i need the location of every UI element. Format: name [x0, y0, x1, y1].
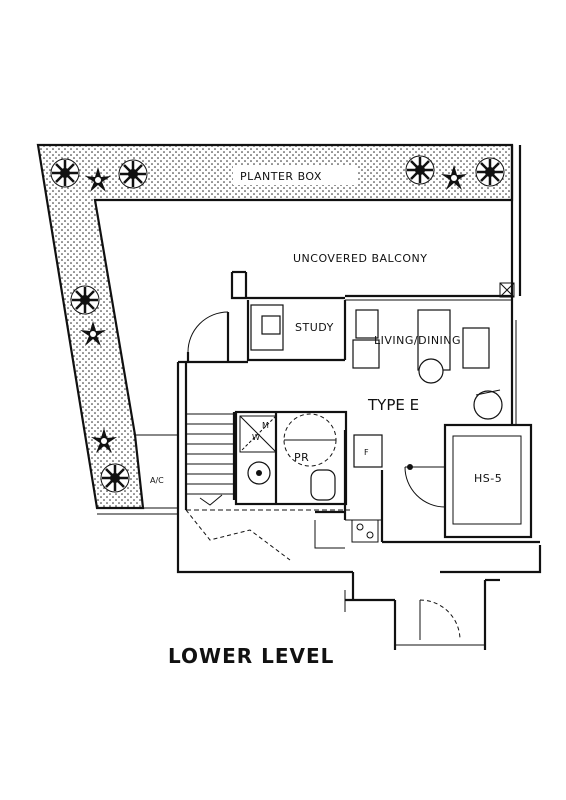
kitchen: F: [314, 430, 384, 549]
microwave-label: M: [262, 421, 269, 430]
staircase: [185, 412, 350, 561]
unit-type-label: TYPE E: [367, 396, 419, 414]
living-dining-label: LIVING/DINING: [374, 334, 461, 347]
plan-title: LOWER LEVEL: [168, 644, 334, 668]
study-room: STUDY: [246, 300, 347, 362]
interior-walls: [176, 360, 542, 650]
planter-box-label: PLANTER BOX: [240, 170, 322, 183]
household-shelter: HS-5: [382, 423, 540, 544]
ac-ledge: A/C: [97, 434, 178, 515]
uncovered-balcony-label: UNCOVERED BALCONY: [293, 252, 427, 265]
powder-room: W M PR: [234, 410, 348, 506]
fridge-label: F: [364, 448, 369, 457]
study-label: STUDY: [295, 321, 334, 334]
living-dining-room: LIVING/DINING: [352, 300, 517, 425]
exterior-walls: [230, 145, 522, 301]
powder-room-label: PR: [294, 451, 309, 464]
study-door: [186, 311, 230, 362]
household-shelter-label: HS-5: [474, 472, 502, 485]
washer-label: W: [252, 433, 260, 442]
ac-label: A/C: [150, 476, 164, 485]
entrance: [344, 578, 500, 641]
